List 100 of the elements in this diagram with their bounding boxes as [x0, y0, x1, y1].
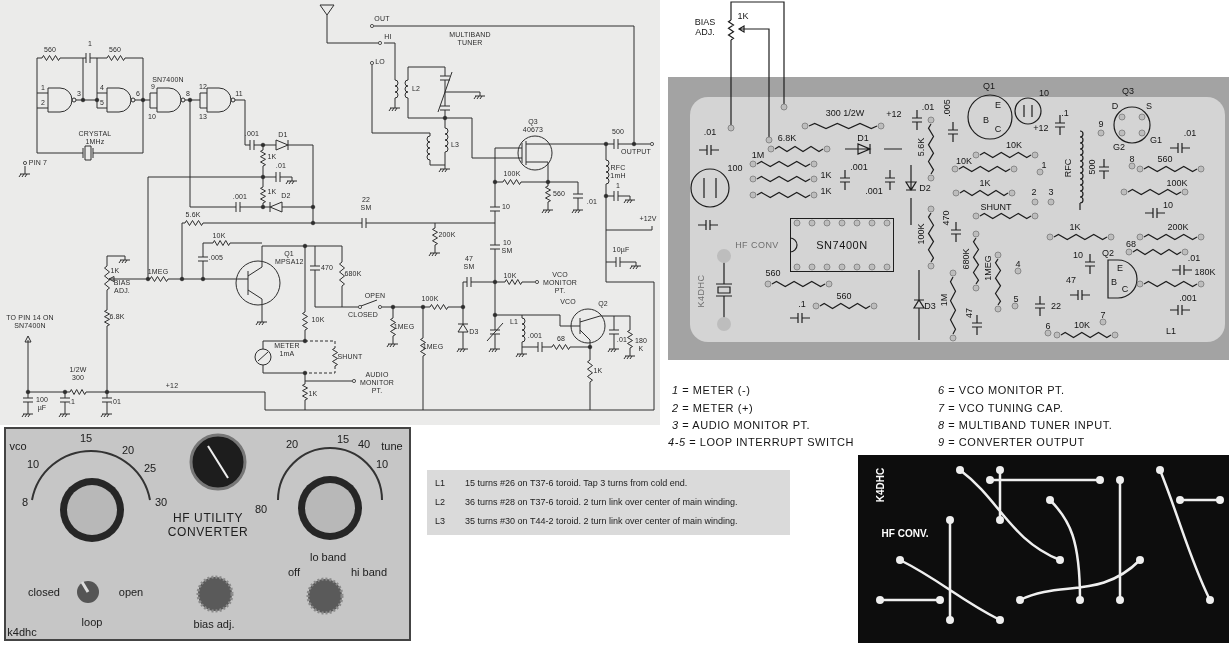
panel-marking: lo band	[309, 551, 347, 563]
component-label: .01	[703, 127, 717, 137]
panel-marking: 8	[21, 496, 29, 508]
component-label: E	[1117, 263, 1123, 273]
panel-marking: closed	[28, 586, 60, 598]
component-label: D2	[919, 183, 931, 193]
component-label: Q3	[1122, 86, 1134, 96]
board-marking: K4DHC	[874, 467, 886, 503]
pin-legend-entry: 1 = METER (-)	[672, 383, 751, 397]
component-label: 500	[1087, 159, 1097, 175]
component-label: 1K	[820, 186, 832, 196]
panel-marking: 20	[285, 438, 299, 450]
pin-legend-entry: 3 = AUDIO MONITOR PT.	[672, 418, 811, 432]
component-label: 1K	[820, 170, 832, 180]
component-label: 8	[1129, 154, 1135, 164]
component-label: G2	[1113, 142, 1125, 152]
component-label: 47	[964, 308, 974, 318]
panel-marking: 20	[121, 444, 135, 456]
component-label: 10	[1073, 250, 1083, 260]
component-label: SHUNT	[980, 202, 1012, 212]
component-label: .005	[942, 99, 952, 117]
coil-id: L1	[435, 478, 446, 489]
panel-marking: 30	[154, 496, 168, 508]
component-label: 680K	[961, 248, 971, 270]
component-label: 180K	[1194, 267, 1216, 277]
component-label: B	[983, 115, 989, 125]
component-label: S	[1146, 101, 1152, 111]
component-label: 100	[727, 163, 743, 173]
component-label: Q2	[1102, 248, 1114, 258]
component-label: Q1	[983, 81, 995, 91]
component-label: RFC	[1063, 158, 1073, 178]
panel-marking: 10	[375, 458, 389, 470]
panel-marking: k4dhc	[7, 626, 37, 638]
ic-chip: SN7400N	[790, 218, 894, 272]
coil-id: L2	[435, 497, 446, 508]
component-label: 1M	[751, 150, 765, 160]
pin-legend-entry: 7 = VCO TUNING CAP.	[938, 401, 1064, 415]
coil-description: 15 turns #26 on T37-6 toroid. Tap 3 turns from cold end.	[465, 478, 689, 489]
panel-marking: hi band	[350, 566, 388, 578]
pin-legend-entry: 4-5 = LOOP INTERRUPT SWITCH	[668, 435, 854, 449]
coil-table	[427, 470, 790, 535]
component-label: 10	[1039, 88, 1049, 98]
component-label: 6	[1045, 321, 1051, 331]
panel-marking: bias adj.	[193, 618, 235, 630]
component-label: 560	[765, 268, 781, 278]
component-label: 2	[1031, 187, 1037, 197]
component-label: 470	[941, 210, 951, 226]
component-label: .001	[850, 162, 868, 172]
component-label: 1	[1041, 160, 1047, 170]
component-label: 1M	[939, 293, 949, 307]
component-label: .001	[1179, 293, 1197, 303]
component-label: .01	[1183, 128, 1197, 138]
component-label: 560	[836, 291, 852, 301]
component-label: 10K	[956, 156, 972, 166]
component-label: B	[1111, 277, 1117, 287]
component-label: 200K	[1167, 222, 1189, 232]
panel-marking: 15	[336, 433, 350, 445]
component-label: C	[1121, 284, 1129, 294]
component-label: 10K	[1074, 320, 1090, 330]
pin-legend-entry: 9 = CONVERTER OUTPUT	[938, 435, 1085, 449]
component-label: +12	[886, 109, 902, 119]
component-label: C	[994, 124, 1002, 134]
silkscreen-text: K4DHC	[696, 274, 706, 308]
coil-id: L3	[435, 516, 446, 527]
component-label: 5.6K	[916, 137, 926, 157]
component-label: D1	[857, 133, 869, 143]
component-label: 100K	[916, 223, 926, 245]
pin-legend-entry: 2 = METER (+)	[672, 401, 754, 415]
component-label: E	[995, 100, 1001, 110]
panel-marking: tune	[381, 440, 403, 452]
component-label: 4	[1015, 259, 1021, 269]
component-label: .01	[1187, 253, 1201, 263]
component-label: 1MEG	[983, 255, 993, 281]
component-label: .1	[1061, 108, 1069, 118]
component-label: 47	[1066, 275, 1076, 285]
component-label: G1	[1150, 135, 1162, 145]
component-label: 10	[1163, 200, 1173, 210]
component-label: +12	[1033, 123, 1049, 133]
coil-description: 35 turns #30 on T44-2 toroid. 2 turn link over center of main winding.	[465, 516, 739, 527]
component-label: 10K	[1006, 140, 1022, 150]
panel-marking: off	[288, 566, 300, 578]
component-label: 1K	[737, 11, 749, 21]
panel-marking: vco	[9, 440, 27, 452]
coil-description: 36 turns #28 on T37-6 toroid. 2 turn link over center of main winding.	[465, 497, 739, 508]
component-label: 1K	[1069, 222, 1081, 232]
component-label: D	[1111, 101, 1119, 111]
component-label: 560	[1157, 154, 1173, 164]
component-label: 7	[1100, 310, 1106, 320]
component-label: 3	[1048, 187, 1054, 197]
panel-marking: 10	[26, 458, 40, 470]
component-label: 6.8K	[777, 133, 797, 143]
component-label: 68	[1126, 239, 1136, 249]
panel-marking: HF UTILITY CONVERTER	[166, 511, 250, 539]
panel-marking: open	[118, 586, 144, 598]
component-label: .001	[865, 186, 883, 196]
panel-marking: 15	[79, 432, 93, 444]
component-label: .1	[798, 299, 806, 309]
silkscreen-text: HF CONV	[735, 240, 779, 250]
panel-marking: loop	[81, 616, 103, 628]
panel-marking: 80	[254, 503, 268, 515]
